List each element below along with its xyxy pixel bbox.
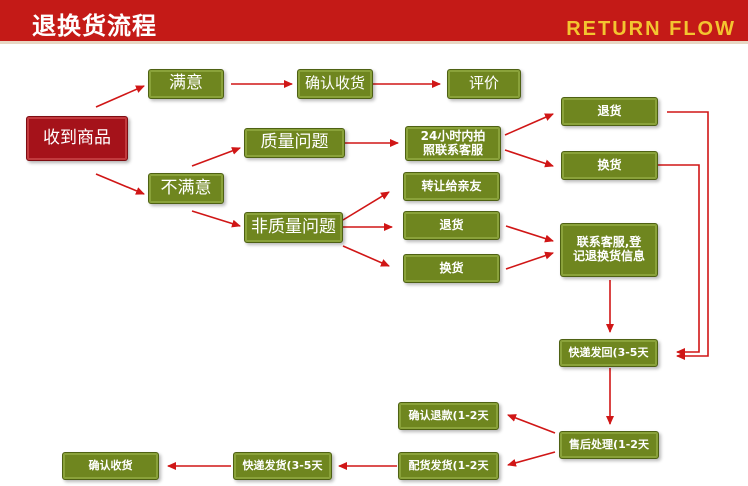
arrow-unsatisfied-to-quality xyxy=(191,147,241,167)
node-exchange-top: 换货 xyxy=(561,151,658,180)
node-after-sales: 售后处理(1-2天 xyxy=(559,431,659,459)
arrow-exchange-top-to-express-return xyxy=(658,164,700,356)
node-contact-register: 联系客服,登 记退换货信息 xyxy=(560,223,658,277)
node-non-quality-issue: 非质量问题 xyxy=(244,212,343,243)
node-receive-goods: 收到商品 xyxy=(26,116,128,161)
arrow-nonquality-to-transfer xyxy=(342,191,390,221)
node-confirm-receipt-bottom: 确认收货 xyxy=(62,452,159,480)
arrow-unsatisfied-to-nonquality xyxy=(191,210,241,228)
arrow-exchange-to-register xyxy=(505,251,554,270)
arrow-receive-to-satisfied xyxy=(95,85,145,108)
node-transfer-to-friend: 转让给亲友 xyxy=(403,172,500,201)
node-exchange-mid: 换货 xyxy=(403,254,500,283)
arrow-contact-to-exchange xyxy=(504,149,554,168)
node-allocate-ship: 配货发货(1-2天 xyxy=(398,452,499,480)
node-unsatisfied: 不满意 xyxy=(148,173,224,204)
node-express-return: 快递发回(3-5天 xyxy=(559,339,658,367)
arrow-receive-to-unsatisfied xyxy=(95,173,145,195)
node-quality-issue: 质量问题 xyxy=(244,128,345,158)
arrow-contact-to-return xyxy=(504,113,554,136)
arrow-aftersales-to-refund xyxy=(507,414,556,434)
page-title: 退换货流程 xyxy=(32,12,157,40)
node-contact-service-24h: 24小时内拍 照联系客服 xyxy=(405,126,501,161)
node-review: 评价 xyxy=(447,69,521,99)
node-express-ship: 快递发货(3-5天 xyxy=(233,452,332,480)
node-confirm-receipt-top: 确认收货 xyxy=(297,69,373,99)
page-subtitle: RETURN FLOW xyxy=(566,18,736,40)
arrow-nonquality-to-exchange xyxy=(342,245,390,267)
arrow-return-to-register xyxy=(505,225,554,243)
node-satisfied: 满意 xyxy=(148,69,224,99)
header-banner: 退换货流程 RETURN FLOW xyxy=(0,0,748,44)
node-return-top: 退货 xyxy=(561,97,658,126)
arrow-return-top-to-express-return xyxy=(667,111,709,360)
arrow-aftersales-to-allocate xyxy=(507,451,556,467)
node-confirm-refund: 确认退款(1-2天 xyxy=(398,402,499,430)
node-return-mid: 退货 xyxy=(403,211,500,240)
